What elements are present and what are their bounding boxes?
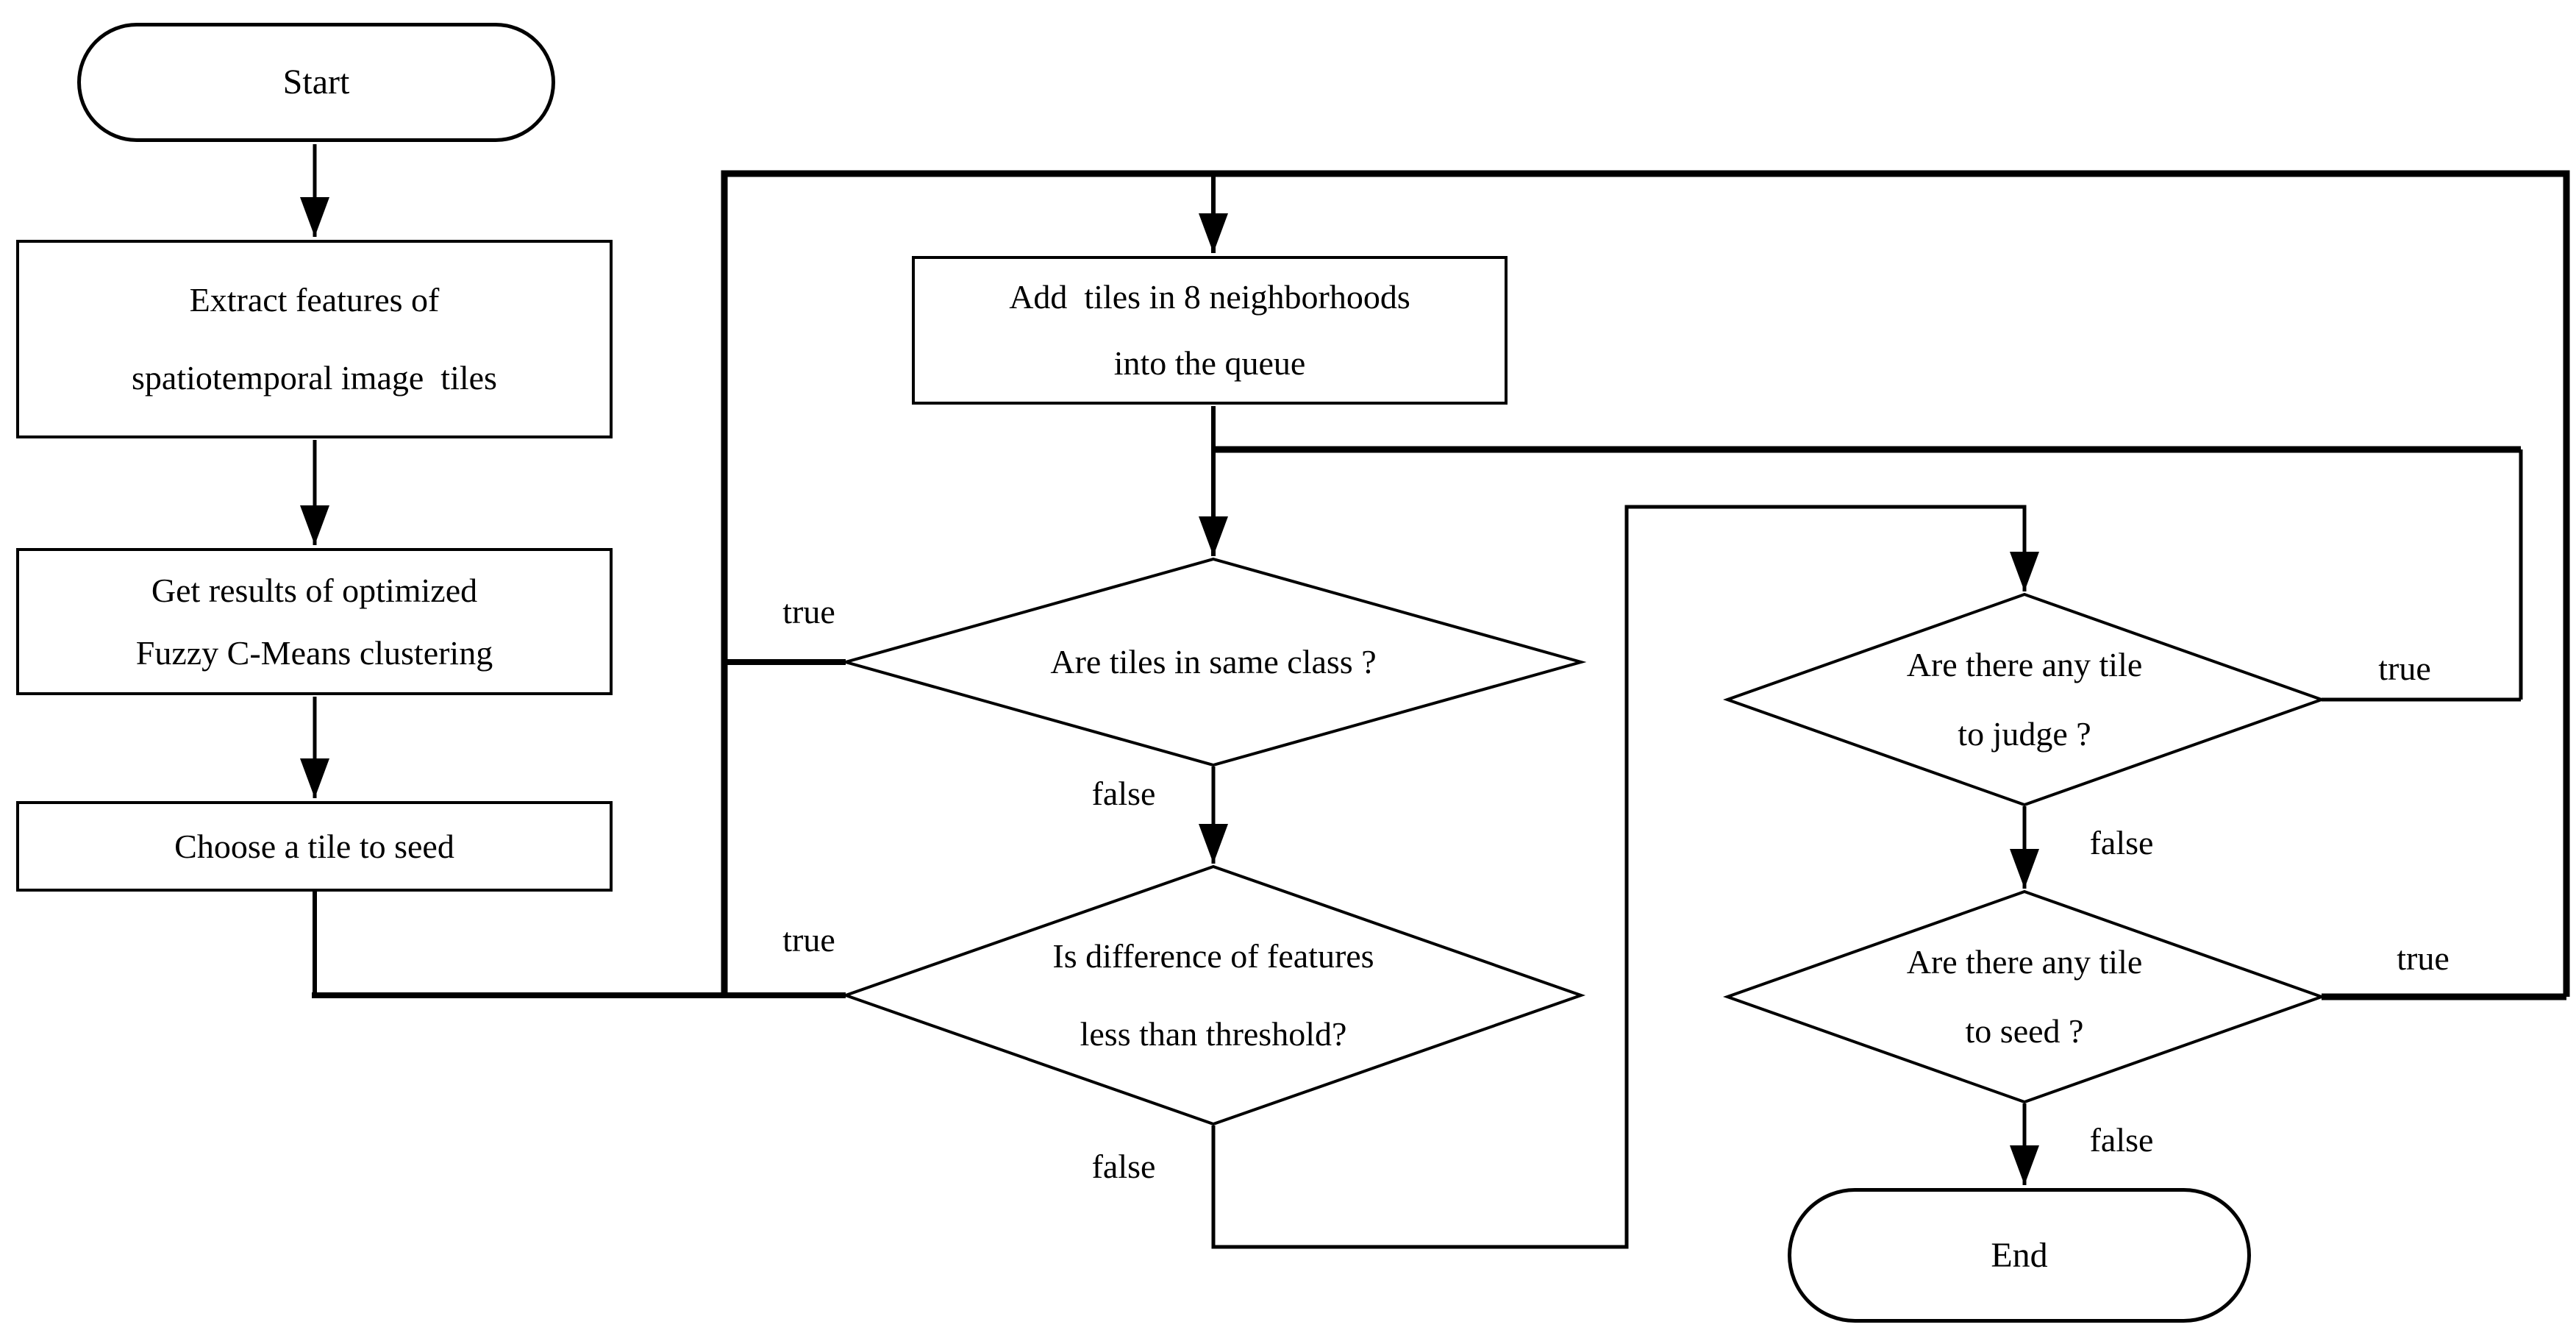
edge-loop-left-top-right [721, 170, 2570, 997]
node-choose-tile-to-seed: Choose a tile to seed [16, 801, 613, 892]
node-start: Start [77, 23, 555, 142]
node-add-neighbor-tiles: Add tiles in 8 neighborhoods into the qu… [912, 256, 1508, 405]
decision-tile-to-judge [1723, 592, 2326, 807]
node-end: End [1788, 1188, 2251, 1323]
decision-same-class [840, 557, 1587, 767]
node-get-clustering-results: Get results of optimized Fuzzy C-Means c… [16, 548, 613, 695]
node-extract-features: Extract features of spatiotemporal image… [16, 240, 613, 438]
edge-feature-diff-false [1211, 505, 2039, 1249]
decision-tile-to-seed [1723, 889, 2326, 1104]
decision-feature-diff [841, 864, 1586, 1126]
